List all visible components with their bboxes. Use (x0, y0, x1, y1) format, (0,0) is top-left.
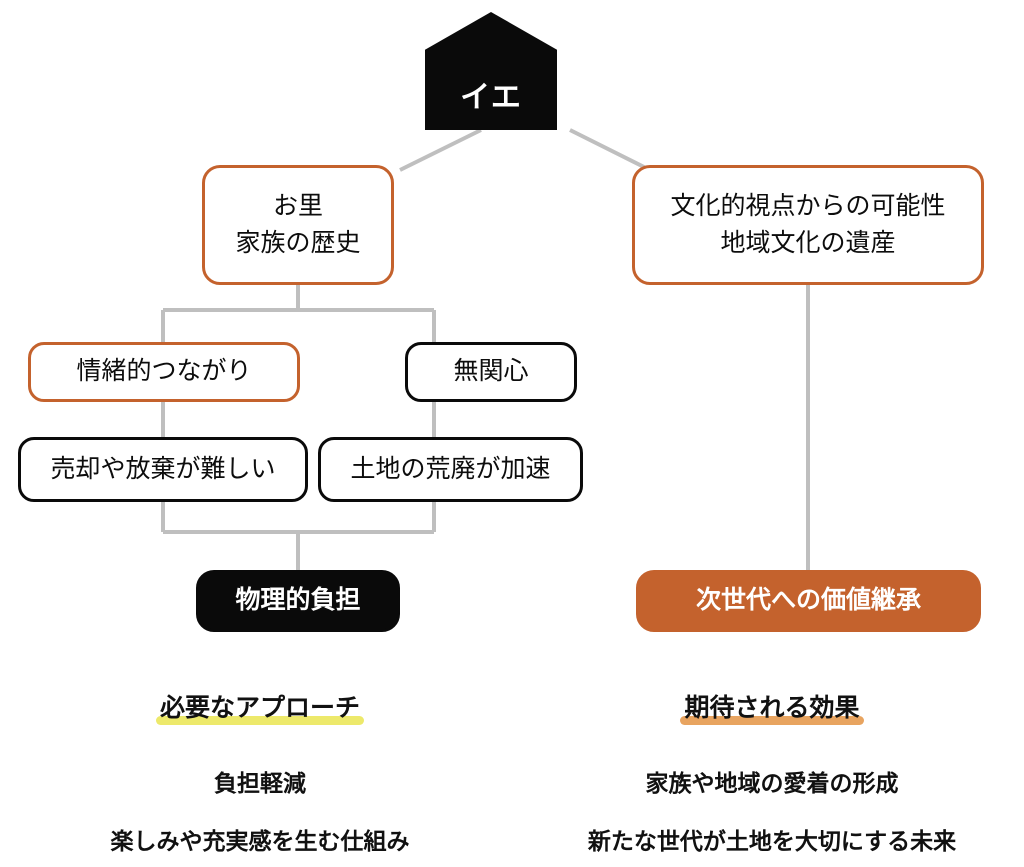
footer-left-line-2: 楽しみや充実感を生む仕組み (110, 828, 410, 854)
node-land-decay-label: 土地の荒廃が加速 (350, 454, 551, 483)
node-emotional-label: 情緒的つながり (76, 357, 252, 386)
node-physical-burden-label: 物理的負担 (235, 586, 361, 615)
node-osato-line-1: お里 (272, 191, 323, 220)
node-value-succession[interactable]: 次世代への価値継承 (636, 570, 981, 632)
node-cultural-line-2: 地域文化の遺産 (720, 229, 896, 257)
footer-left-line-1: 負担軽減 (214, 770, 306, 796)
node-emotional-connection[interactable]: 情緒的つながり (28, 342, 300, 402)
footer-right-heading-text: 期待される効果 (684, 694, 860, 722)
node-osato-line-2: 家族の歴史 (235, 229, 361, 257)
node-hard-to-sell-label: 売却や放棄が難しい (50, 454, 276, 483)
footer-column-approach: 必要なアプローチ 負担軽減 楽しみや充実感を生む仕組み (0, 688, 520, 856)
node-osato[interactable]: お里 家族の歴史 (202, 165, 394, 285)
edge-root-to-osato (399, 128, 482, 172)
footer-left-heading-text: 必要なアプローチ (159, 694, 360, 722)
node-value-succession-label: 次世代への価値継承 (695, 586, 921, 615)
node-hard-to-sell[interactable]: 売却や放棄が難しい (18, 437, 308, 502)
node-cultural-possibility[interactable]: 文化的視点からの可能性 地域文化の遺産 (632, 165, 984, 285)
node-cultural-line-1: 文化的視点からの可能性 (670, 191, 946, 220)
footer-column-effect: 期待される効果 家族や地域の愛着の形成 新たな世代が土地を大切にする未来 (520, 688, 1024, 856)
footer-right-heading: 期待される効果 (680, 688, 864, 726)
node-root-house[interactable]: イエ (425, 12, 557, 130)
node-indifference[interactable]: 無関心 (405, 342, 577, 402)
node-indifference-label: 無関心 (453, 357, 529, 386)
footer-left-heading: 必要なアプローチ (155, 688, 364, 726)
edge-root-to-cultural (569, 128, 651, 172)
node-root-label: イエ (460, 81, 522, 114)
footer-right-line-1: 家族や地域の愛着の形成 (645, 770, 899, 796)
footer-right-line-2: 新たな世代が土地を大切にする未来 (587, 828, 957, 854)
node-physical-burden[interactable]: 物理的負担 (196, 570, 400, 632)
node-land-decay[interactable]: 土地の荒廃が加速 (318, 437, 583, 502)
